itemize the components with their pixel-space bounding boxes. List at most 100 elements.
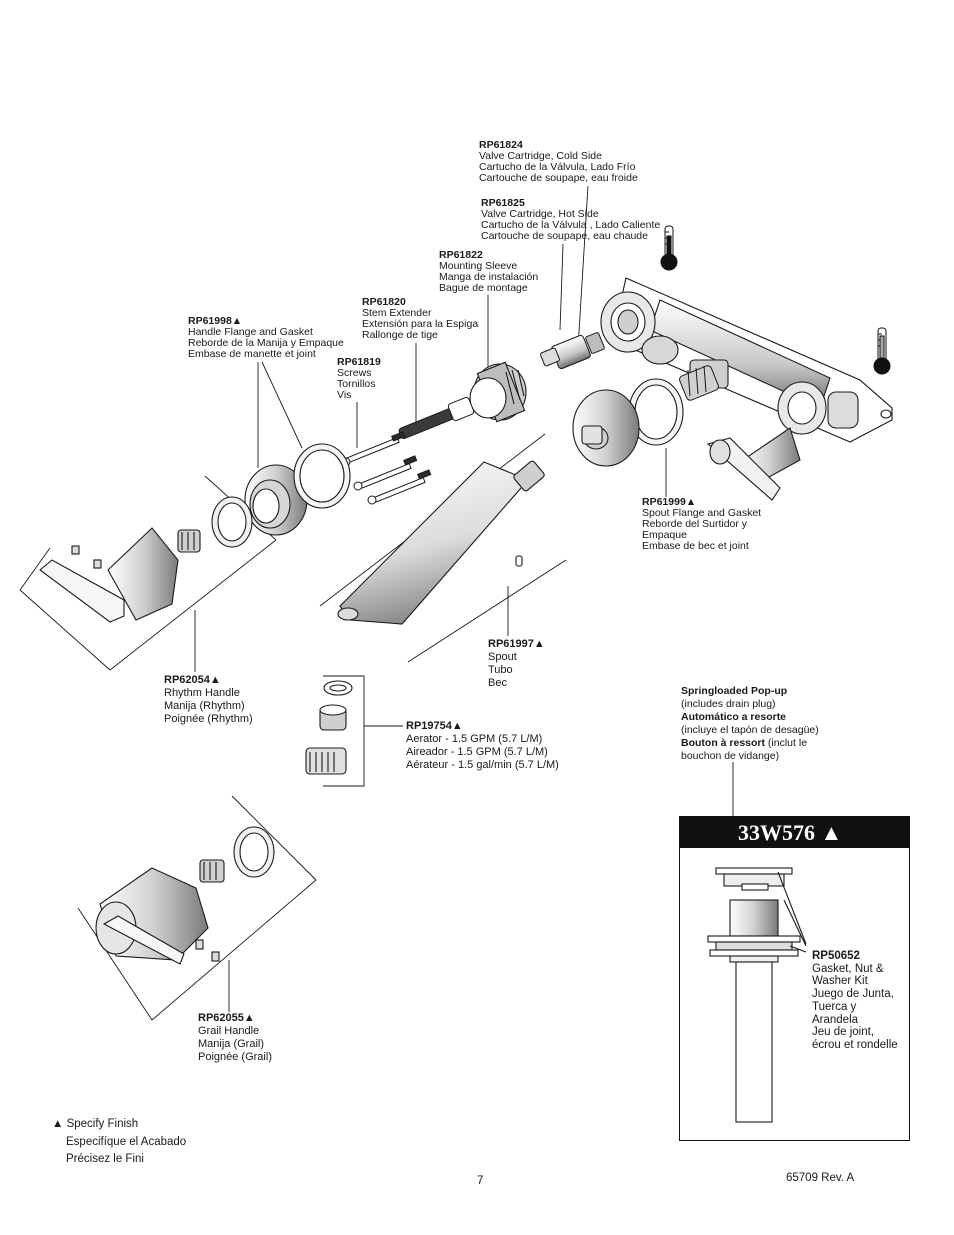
label-rp61822: RP61822 Mounting Sleeve Manga de instala… [439,250,538,294]
label-line: Aerator - 1.5 GPM (5.7 L/M) [406,733,543,745]
popup-note-en: (includes drain plug) [681,698,776,710]
cold-thermometer-icon [660,225,678,271]
hot-thermometer-icon [873,327,891,375]
group-line [231,795,317,881]
label-line: Aérateur - 1.5 gal/min (5.7 L/M) [406,759,559,771]
label-rp62054: RP62054▲ Rhythm Handle Manija (Rhythm) P… [164,674,253,726]
label-line: Grail Handle [198,1025,260,1037]
popup-note-fr: (inclut le [765,737,808,749]
label-line: Bague de montage [439,282,528,294]
spout-flange [572,389,640,467]
kit-title: 33W576 ▲ [680,817,909,848]
popup-description: Springloaded Pop-up (includes drain plug… [681,685,819,763]
label-line: Reborde del Surtidor y [642,518,748,530]
valve-cartridge-hot [679,365,719,401]
part-number: RP61824 [479,139,523,151]
popup-title-fr: Bouton à ressort [681,737,766,749]
page-number: 7 [477,1175,484,1187]
popup-title-es: Automático a resorte [681,711,787,723]
handle-flange [244,464,308,536]
aerator-parts [305,680,353,775]
label-line: écrou et rondelle [812,1038,898,1051]
kit-box-33w576: 33W576 ▲ [679,816,910,1141]
label-line: Juego de Junta, [812,988,894,1001]
label-line: Valve Cartridge, Hot Side [481,208,599,220]
finish-note-es: Especifíque el Acabado [66,1135,187,1148]
part-number: RP61997▲ [488,638,545,650]
aerator-bracket [323,675,365,787]
label-rp61820: RP61820 Stem Extender Extensión para la … [362,297,478,341]
group-line [19,547,51,591]
label-line: Cartucho de la Válvula , Lado Caliente [481,219,661,231]
label-rp61824: RP61824 Valve Cartridge, Cold Side Cartu… [479,140,638,184]
popup-title-en: Springloaded Pop-up [681,685,788,697]
spout [337,460,545,625]
popup-note-fr-2: bouchon de vidange) [681,750,780,762]
label-line: Cartouche de soupape, eau froide [479,172,638,184]
popup-drain [707,867,807,1123]
group-line [19,589,111,671]
label-line: Valve Cartridge, Cold Side [479,150,602,162]
finish-note-en: ▲ Specify Finish [52,1118,139,1130]
label-rp61998: RP61998▲ Handle Flange and Gasket Rebord… [188,316,344,360]
group-line [407,559,567,663]
part-number: RP62054▲ [164,674,221,686]
label-line: Rallonge de tige [362,329,438,341]
label-line: Stem Extender [362,307,432,319]
label-line: Tornillos [337,378,376,390]
label-line: Gasket, Nut & [812,962,884,975]
label-line: Extensión para la Espiga [362,318,479,330]
label-line: Spout Flange and Gasket [642,507,762,519]
label-line: Embase de bec et joint [642,540,749,552]
label-rp61819: RP61819 Screws Tornillos Vis [337,357,381,401]
label-line: Cartucho de la Válvula, Lado Frío [479,161,636,173]
label-line: Tubo [488,664,513,676]
part-number: RP61999▲ [642,496,697,508]
part-number: RP61822 [439,249,483,261]
label-line: Rhythm Handle [164,687,240,699]
label-line: Aireador - 1.5 GPM (5.7 L/M) [406,746,548,758]
label-line: Manga de instalación [439,271,539,283]
label-line: Spout [488,651,517,663]
valve-body [600,277,893,443]
finish-note-fr: Précisez le Fini [66,1153,144,1165]
part-number: RP61825 [481,197,525,209]
label-line: Vis [337,389,352,401]
leader-rp61998-b [261,361,303,449]
group-line [109,539,277,671]
label-rp62055: RP62055▲ Grail Handle Manija (Grail) Poi… [198,1012,272,1064]
valve-gasket-ring [628,378,684,446]
leader-rp61824 [577,185,589,349]
label-line: Mounting Sleeve [439,260,518,272]
label-rp61825: RP61825 Valve Cartridge, Hot Side Cartuc… [481,198,660,242]
part-number: RP19754▲ [406,720,463,732]
group-line [151,879,317,1021]
label-line: Bec [488,677,507,689]
label-rp61997: RP61997▲ Spout Tubo Bec [488,638,545,690]
label-line: Manija (Grail) [198,1038,265,1050]
part-number: RP61820 [362,296,406,308]
stem-extender [398,396,475,440]
label-line: Washer Kit [812,975,868,988]
part-number: RP61819 [337,356,381,368]
label-rp50652: RP50652 Gasket, Nut & Washer Kit Juego d… [812,950,898,1052]
label-line: Empaque [642,529,687,541]
part-number: RP50652 [812,950,860,962]
label-line: Poignée (Grail) [198,1051,272,1063]
label-rp61999: RP61999▲ Spout Flange and Gasket Reborde… [642,497,761,552]
document-revision: 65709 Rev. A [786,1172,855,1184]
label-line: Poignée (Rhythm) [164,713,253,725]
leader-rp61825 [559,243,564,331]
handle-gasket [293,443,351,509]
label-line: Jeu de joint, [812,1026,875,1039]
valve-cartridge-cold [540,332,605,370]
popup-note-es: (incluye el tapón de desagüe) [681,724,819,736]
mounting-sleeve [469,361,527,423]
specify-finish-note: ▲ Specify Finish Especifíque el Acabado … [52,1116,186,1169]
rhythm-handle [39,496,253,623]
label-line: Arandela [812,1013,859,1026]
label-line: Handle Flange and Gasket [188,326,313,338]
label-rp19754: RP19754▲ Aerator - 1.5 GPM (5.7 L/M) Air… [406,720,559,772]
